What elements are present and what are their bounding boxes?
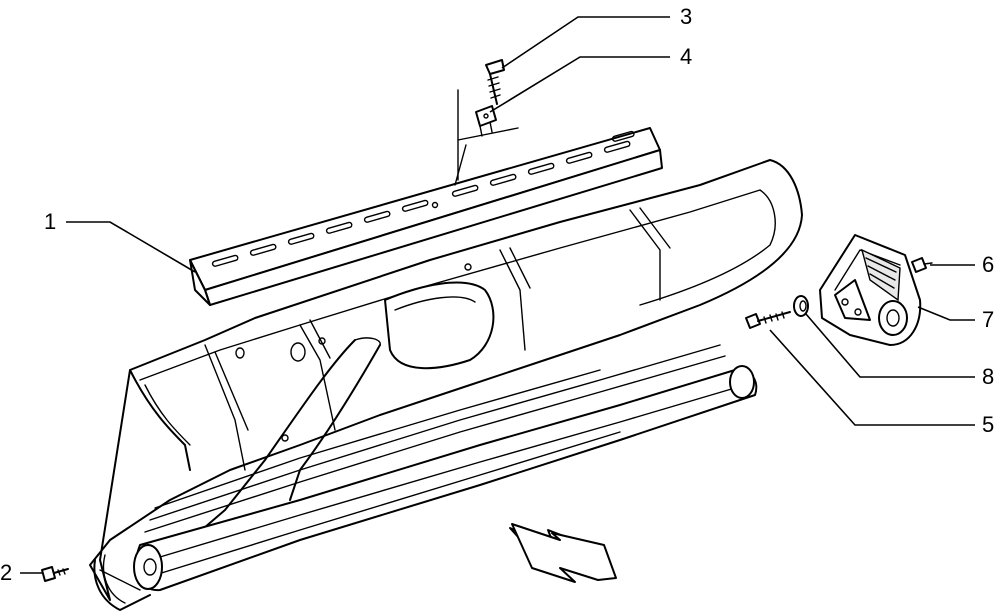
leader-5: [769, 329, 975, 426]
bolt-part-2: [41, 566, 69, 582]
rail-slots: [211, 130, 635, 267]
screw-part-5: [745, 311, 791, 329]
callout-5: 5: [982, 412, 994, 437]
leader-lines: [20, 16, 975, 574]
assembly-line: [457, 127, 519, 141]
leader-4: [489, 56, 670, 113]
callout-2: 2: [0, 560, 12, 585]
upper-rail-part-1: [189, 127, 663, 306]
washer-part-8: [793, 295, 809, 317]
leader-1: [66, 221, 196, 273]
leader-3: [501, 16, 670, 69]
screw-part-3: [485, 59, 505, 105]
side-bracket-part-7: [819, 234, 922, 346]
leader-7: [917, 306, 975, 321]
callout-7: 7: [982, 307, 994, 332]
direction-arrow: [511, 523, 617, 583]
bolt-part-6: [911, 257, 933, 273]
assembly-line: [454, 144, 467, 186]
leader-8: [805, 313, 975, 378]
callout-8: 8: [982, 364, 994, 389]
main-panel: [89, 159, 803, 601]
lower-tube: [93, 365, 758, 611]
callout-3: 3: [680, 4, 692, 29]
callout-4: 4: [680, 44, 692, 69]
callout-1: 1: [44, 209, 56, 234]
callout-6: 6: [982, 252, 994, 277]
callout-labels: 3 4 1 2 6 7 8 5: [0, 4, 994, 585]
